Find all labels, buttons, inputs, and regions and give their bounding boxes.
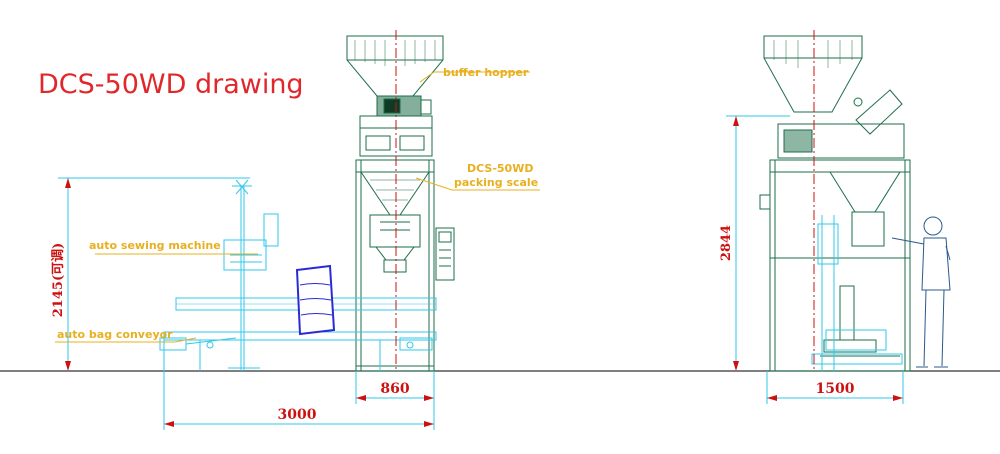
front-bag	[295, 264, 336, 336]
dim-front-scale-width	[355, 371, 435, 430]
dim-front-total-length	[163, 340, 434, 430]
side-operator	[891, 216, 951, 368]
front-weigh-bucket	[369, 214, 421, 273]
drawing-title: DCS-50WD drawing	[38, 69, 304, 100]
dim-front-scale-width-value: 860	[380, 381, 409, 397]
side-buffer-hopper	[763, 35, 863, 113]
dim-front-height-value: 2145(可调)	[51, 243, 66, 317]
side-view	[759, 35, 951, 372]
label-auto-sewing-machine: auto sewing machine	[89, 239, 221, 252]
front-buffer-hopper	[346, 35, 444, 97]
label-buffer-hopper: buffer hopper	[443, 66, 529, 79]
callouts	[55, 71, 540, 343]
dim-front-total-length-value: 3000	[278, 407, 317, 423]
dim-side-height	[726, 115, 790, 371]
front-control-box	[435, 227, 455, 281]
label-packing-scale: packing scale	[454, 176, 538, 189]
front-frame	[355, 159, 435, 372]
dim-side-width-value: 1500	[816, 381, 855, 397]
dim-side-width	[766, 371, 904, 404]
side-feeder	[770, 89, 910, 161]
label-packing-scale-model: DCS-50WD	[467, 162, 533, 175]
side-cyan-parts	[811, 215, 903, 371]
label-auto-bag-conveyor: auto bag conveyor	[57, 328, 173, 341]
front-view	[346, 35, 455, 372]
front-sewing-machine	[223, 179, 279, 371]
side-frame	[759, 159, 911, 372]
dim-front-height	[58, 177, 250, 371]
dim-side-height-value: 2844	[719, 225, 734, 261]
